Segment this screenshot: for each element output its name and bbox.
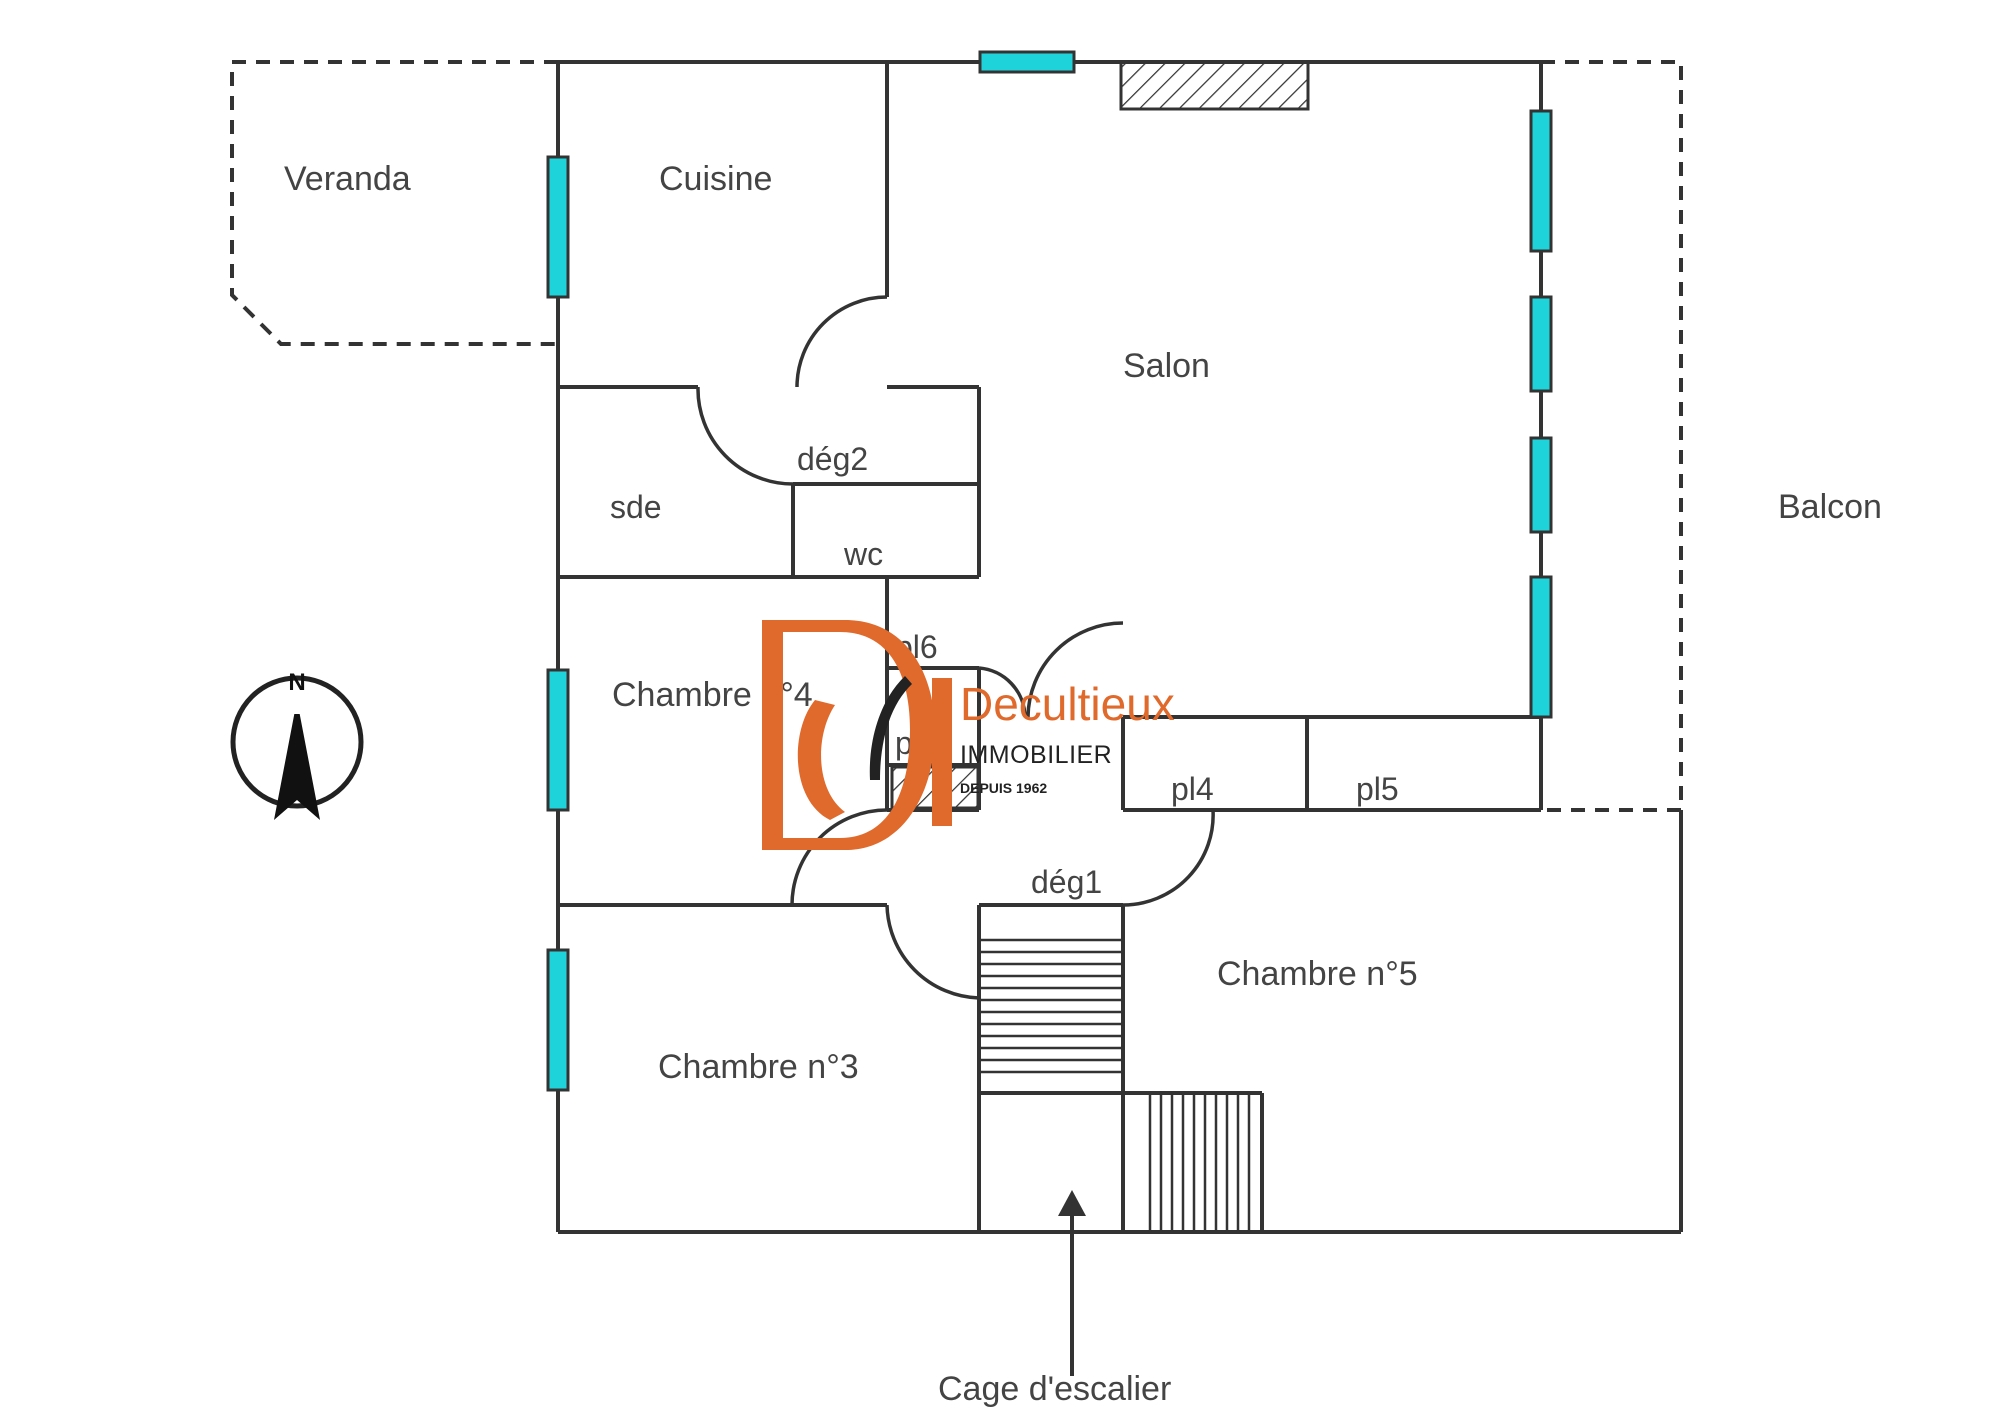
window-salon-4 [1529, 575, 1553, 719]
walls [556, 60, 1683, 1234]
window-chambre3 [546, 948, 570, 1092]
compass-north-label: N [288, 669, 305, 696]
label-cuisine: Cuisine [659, 160, 772, 198]
label-pl5: pl5 [1356, 771, 1399, 807]
logo-since: DEPUIS 1962 [960, 780, 1047, 796]
room-labels: Veranda Cuisine Salon dég2 sde wc Balcon… [284, 160, 1882, 1408]
label-balcon: Balcon [1778, 488, 1882, 526]
logo-name: Decultieux [960, 678, 1175, 730]
label-deg1: dég1 [1031, 864, 1102, 900]
window-salon-1 [1529, 109, 1553, 253]
doors [696, 295, 1215, 1000]
label-chambre3: Chambre n°3 [658, 1048, 859, 1086]
windows [546, 50, 1553, 1092]
label-veranda: Veranda [284, 160, 411, 198]
label-pl4: pl4 [1171, 771, 1214, 807]
staircase-main [979, 938, 1123, 1074]
label-deg2: dég2 [797, 441, 868, 477]
window-top [978, 50, 1076, 74]
label-chambre5: Chambre n°5 [1217, 955, 1418, 993]
window-salon-3 [1529, 436, 1553, 534]
staircase-arrow [1058, 1190, 1086, 1376]
logo: Decultieux IMMOBILIER DEPUIS 1962 [762, 620, 1175, 850]
label-salon: Salon [1123, 347, 1210, 385]
label-sde: sde [610, 489, 662, 525]
label-wc: wc [843, 536, 883, 572]
logo-subtitle: IMMOBILIER [960, 741, 1112, 769]
compass-icon: N [230, 669, 364, 820]
label-staircase: Cage d'escalier [938, 1370, 1171, 1408]
logo-monogram-icon [762, 620, 952, 850]
staircase-secondary [1148, 1093, 1251, 1232]
window-cuisine [546, 155, 570, 299]
window-salon-2 [1529, 295, 1553, 393]
dashed-outlines [230, 60, 1683, 812]
window-chambre4 [546, 668, 570, 812]
